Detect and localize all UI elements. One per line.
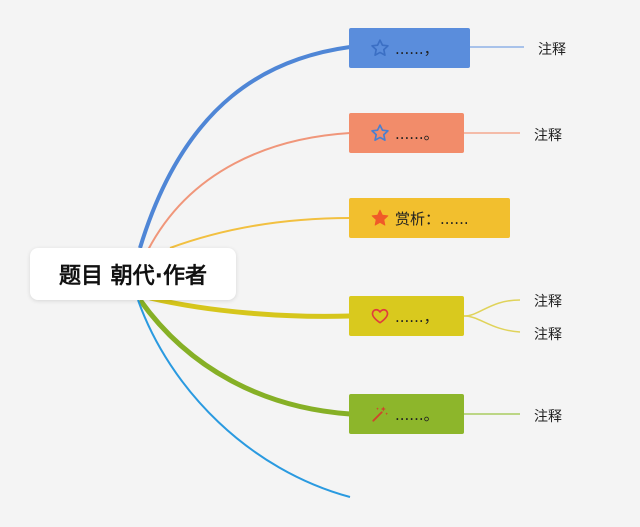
magic-wand-icon xyxy=(369,403,391,425)
connector-branch-2 xyxy=(147,132,351,251)
note-2: 注释 xyxy=(534,128,562,144)
note-4b: 注释 xyxy=(534,327,562,343)
note-line-4b xyxy=(463,315,521,333)
star-outline-icon xyxy=(369,37,391,59)
branch-node-5[interactable]: ......。 xyxy=(349,394,464,434)
branch-node-2[interactable]: ......。 xyxy=(349,113,464,153)
connector-branch-4 xyxy=(149,295,351,319)
connector-extra xyxy=(137,299,351,498)
root-title: 题目 朝代·作者 xyxy=(58,264,208,289)
branch-label-5: ......。 xyxy=(395,405,439,424)
root-topic[interactable]: 题目 朝代·作者 xyxy=(30,248,236,300)
star-filled-icon xyxy=(369,207,391,229)
note-4a: 注释 xyxy=(534,294,562,310)
branch-label-2: ......。 xyxy=(395,124,439,143)
branch-label-3: 赏析：...... xyxy=(395,209,469,228)
note-5: 注释 xyxy=(534,409,562,425)
branch-node-3[interactable]: 赏析：...... xyxy=(349,198,510,238)
note-1: 注释 xyxy=(538,42,566,58)
branch-label-1: ......， xyxy=(395,39,439,58)
heart-outline-icon xyxy=(369,305,391,327)
branch-label-4: ......， xyxy=(395,307,439,326)
connector-branch-5 xyxy=(137,298,351,417)
branch-node-4[interactable]: ......， xyxy=(349,296,464,336)
connector-branch-3 xyxy=(169,217,351,249)
connector-branch-1 xyxy=(138,45,351,249)
branch-node-1[interactable]: ......， xyxy=(349,28,470,68)
note-line-4a xyxy=(463,299,521,317)
star-outline-icon xyxy=(369,122,391,144)
